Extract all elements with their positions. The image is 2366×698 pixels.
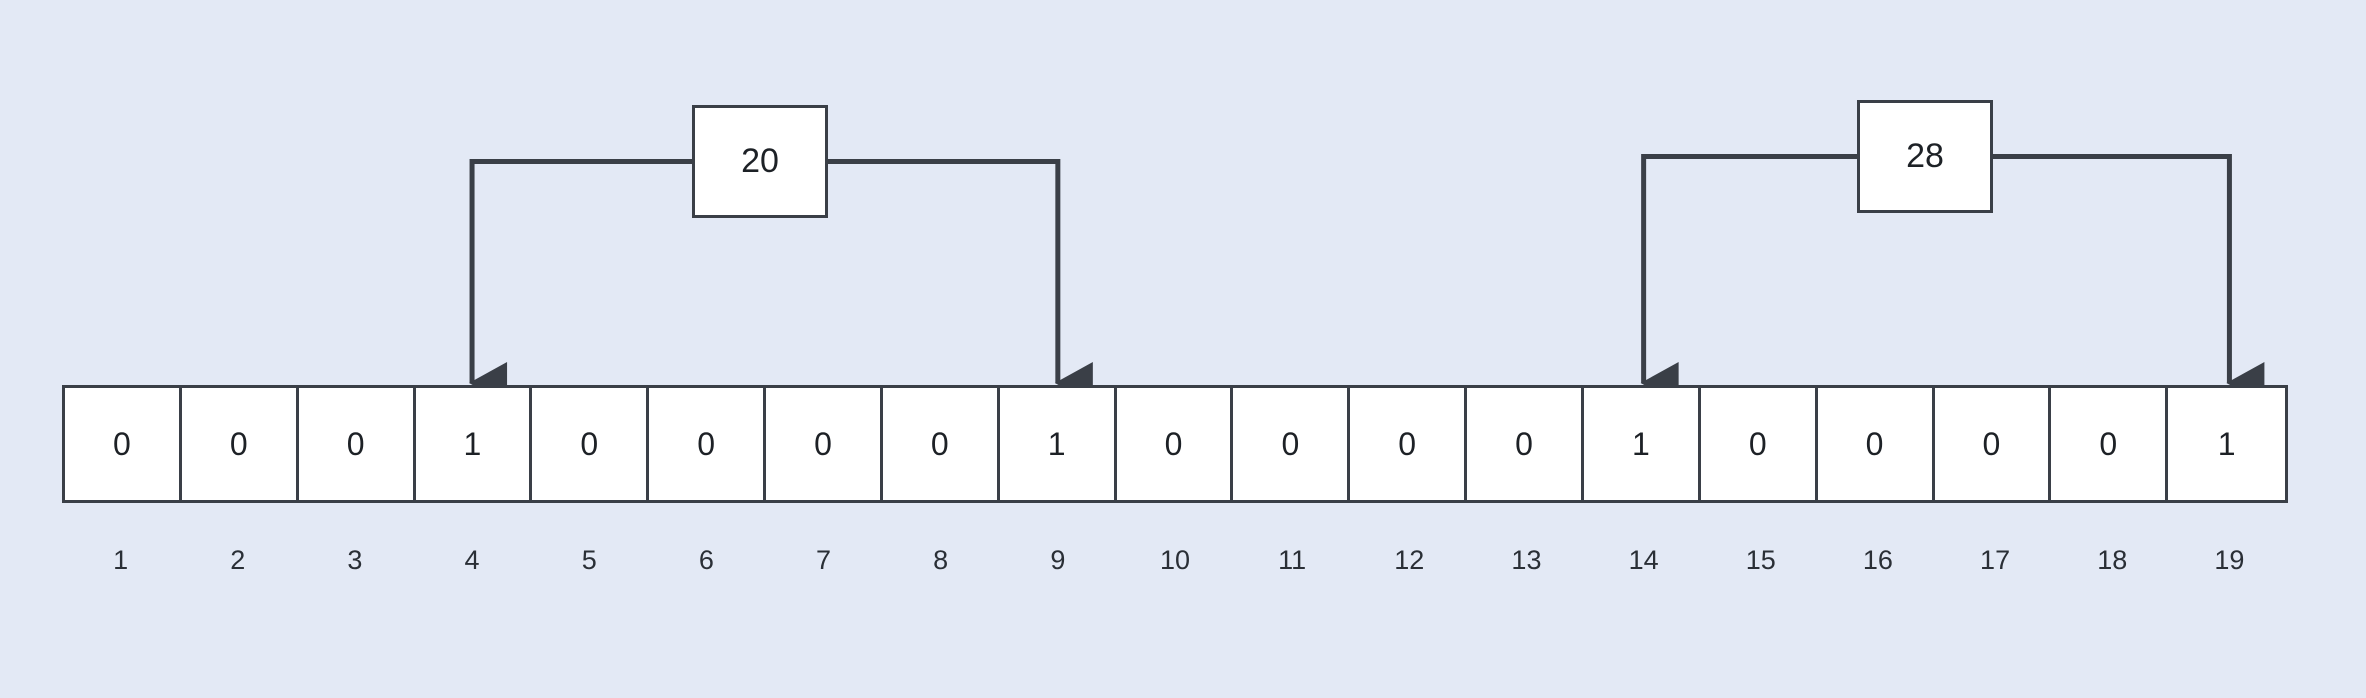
bitmap-index-label-4: 4 bbox=[464, 544, 480, 575]
node-key-28-label: 28 bbox=[1906, 137, 1944, 175]
bitmap-index-label-7: 7 bbox=[816, 544, 832, 575]
bitmap-index-label-3: 3 bbox=[347, 544, 363, 575]
bitmap-cell-value: 0 bbox=[580, 425, 599, 462]
bitmap-cell-7[interactable]: 0 bbox=[766, 388, 883, 500]
bitmap-cell-value: 0 bbox=[1515, 425, 1533, 462]
bitmap-cell-4[interactable]: 1 bbox=[415, 388, 533, 500]
edge-20-to-slot-9 bbox=[828, 159, 1093, 404]
bitmap-index-label-12: 12 bbox=[1394, 544, 1425, 575]
bitmap-cell-16[interactable]: 0 bbox=[1817, 388, 1935, 500]
bitmap-index-label-1: 1 bbox=[113, 544, 129, 575]
bitmap-index-label-11: 11 bbox=[1278, 544, 1307, 575]
bitmap-cell-13[interactable]: 0 bbox=[1467, 388, 1584, 500]
bitmap-cell-15[interactable]: 0 bbox=[1700, 388, 1818, 500]
bitmap-cell-3[interactable]: 0 bbox=[298, 388, 416, 500]
bitmap-cell-value: 0 bbox=[1281, 425, 1300, 462]
bitmap-cell-8[interactable]: 0 bbox=[882, 388, 1000, 500]
bitmap-cell-14[interactable]: 1 bbox=[1583, 388, 1701, 500]
bitmap-cell-value: 1 bbox=[463, 425, 482, 462]
node-key-20[interactable]: 20 bbox=[692, 105, 828, 218]
edge-20-to-slot-4 bbox=[469, 159, 692, 404]
node-key-20-label: 20 bbox=[741, 142, 779, 180]
bitmap-cell-9[interactable]: 1 bbox=[999, 388, 1117, 500]
node-key-28[interactable]: 28 bbox=[1857, 100, 1993, 213]
bitmap-cell-10[interactable]: 0 bbox=[1116, 388, 1234, 500]
bitmap-cell-value: 0 bbox=[2099, 425, 2118, 462]
bitmap-index-label-8: 8 bbox=[933, 544, 949, 575]
bitmap-cell-value: 1 bbox=[1631, 425, 1650, 462]
bitmap-index-label-2: 2 bbox=[230, 544, 246, 575]
bitmap-cell-value: 0 bbox=[1748, 425, 1767, 462]
bitmap-cell-value: 0 bbox=[1865, 425, 1884, 462]
bitmap-index-label-19: 19 bbox=[2214, 544, 2245, 575]
edge-28-to-slot-14 bbox=[1640, 154, 1857, 404]
bitmap-cell-value: 0 bbox=[346, 425, 365, 462]
bitmap-index-label-17: 17 bbox=[1980, 544, 2011, 575]
bitmap-index-label-10: 10 bbox=[1159, 544, 1190, 575]
bitmap-cell-1[interactable]: 0 bbox=[65, 388, 182, 500]
bitmap-cell-value: 0 bbox=[1398, 425, 1417, 462]
bitmap-cell-12[interactable]: 0 bbox=[1350, 388, 1468, 500]
bitmap-cell-value: 1 bbox=[2217, 425, 2236, 462]
bitmap-index-label-9: 9 bbox=[1050, 544, 1066, 575]
bitmap-cell-value: 0 bbox=[229, 425, 248, 462]
bitmap-cell-19[interactable]: 1 bbox=[2168, 388, 2286, 500]
bitmap-cell-value: 0 bbox=[697, 425, 716, 462]
bitmap-cell-6[interactable]: 0 bbox=[649, 388, 767, 500]
bitmap-array: 0 0 0 1 0 0 0 0 1 0 0 0 0 1 0 0 0 0 1 bbox=[62, 385, 2288, 503]
bitmap-cell-5[interactable]: 0 bbox=[532, 388, 650, 500]
bitmap-cell-value: 1 bbox=[1047, 425, 1066, 462]
bitmap-cell-value: 0 bbox=[814, 425, 832, 462]
bitmap-cell-value: 0 bbox=[1164, 425, 1183, 462]
bitmap-cell-value: 0 bbox=[1982, 425, 2001, 462]
bitmap-cell-18[interactable]: 0 bbox=[2051, 388, 2169, 500]
bitmap-cell-11[interactable]: 0 bbox=[1233, 388, 1351, 500]
bitmap-index-label-6: 6 bbox=[698, 544, 714, 575]
bitmap-index-label-14: 14 bbox=[1628, 544, 1659, 575]
bitmap-index-label-18: 18 bbox=[2097, 544, 2128, 575]
bitmap-cell-value: 0 bbox=[930, 425, 949, 462]
bitmap-index-label-5: 5 bbox=[581, 544, 597, 575]
bitmap-index-label-15: 15 bbox=[1745, 544, 1776, 575]
edge-28-to-slot-19 bbox=[1993, 154, 2265, 404]
bitmap-cell-17[interactable]: 0 bbox=[1934, 388, 2052, 500]
bitmap-cell-value: 0 bbox=[113, 425, 131, 462]
bitmap-index-label-16: 16 bbox=[1862, 544, 1893, 575]
bitmap-cell-2[interactable]: 0 bbox=[181, 388, 299, 500]
bitmap-index-label-13: 13 bbox=[1511, 544, 1542, 575]
